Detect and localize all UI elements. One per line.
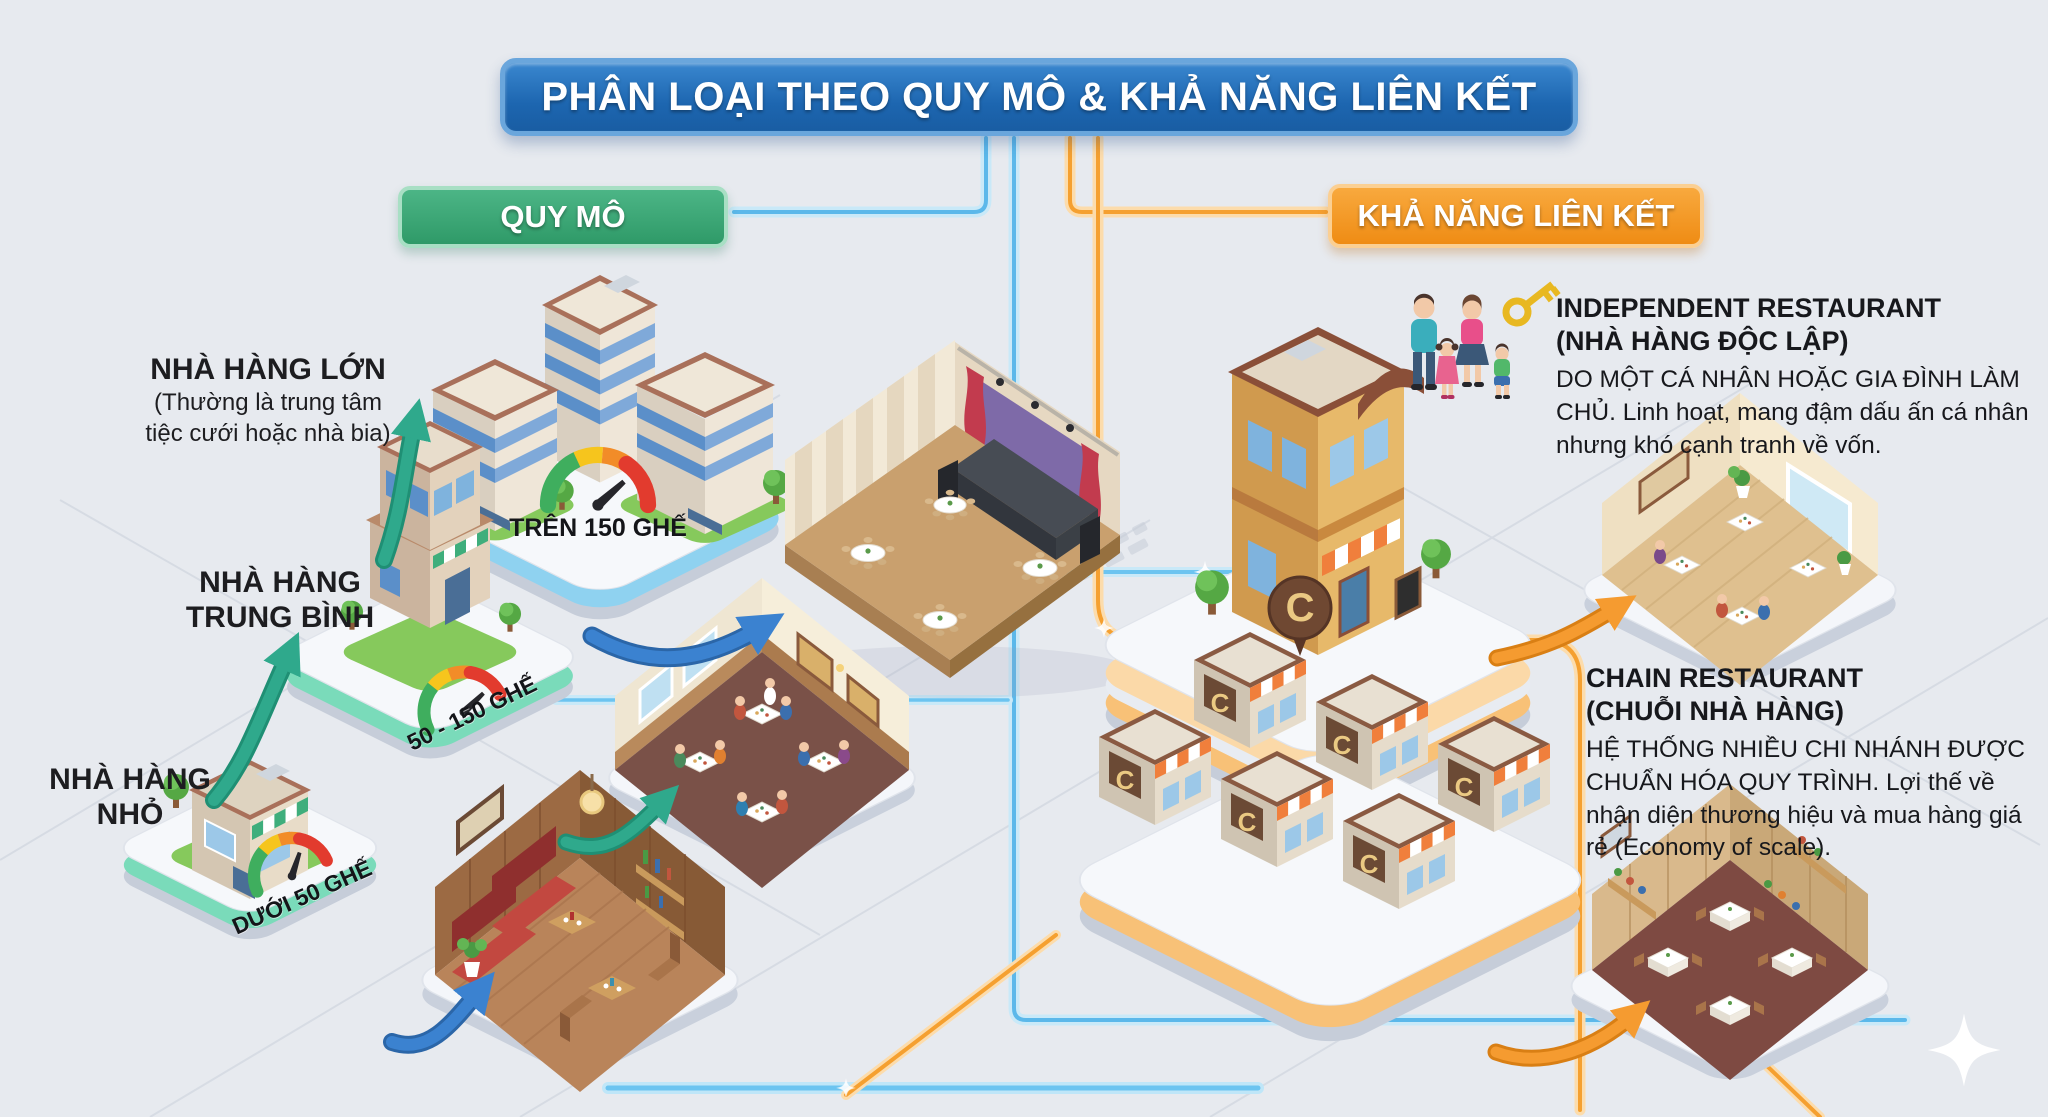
small-restaurant-name-2: NHỎ — [96, 798, 164, 832]
label-medium-restaurant: NHÀ HÀNG TRUNG BÌNH — [150, 565, 410, 636]
diners-icons — [674, 678, 850, 816]
chain-title: CHAIN RESTAURANT — [1586, 663, 1863, 693]
sparkle-icon — [1927, 1013, 2001, 1087]
branch-linkage-banner: KHẢ NĂNG LIÊN KẾT — [1328, 184, 1704, 248]
small-restaurant-interior — [421, 770, 739, 1092]
label-small-restaurant: NHÀ HÀNG NHỎ — [25, 762, 235, 833]
flow-arrows — [205, 398, 1651, 1067]
key-icon — [1502, 281, 1561, 327]
chain-restaurant-group: C — [1078, 575, 1582, 1042]
page-title: PHÂN LOẠI THEO QUY MÔ & KHẢ NĂNG LIÊN KẾ… — [500, 58, 1578, 136]
independent-restaurant-interior — [1583, 393, 1897, 685]
gauge-label-large: TRÊN 150 GHẾ — [509, 514, 687, 542]
branch-scale-banner: QUY MÔ — [398, 186, 728, 248]
independent-description: DO MỘT CÁ NHÂN HOẶC GIA ĐÌNH LÀM CHỦ. Li… — [1556, 365, 2029, 459]
chain-pin-letter: C — [1286, 586, 1315, 630]
label-large-restaurant: NHÀ HÀNG LỚN (Thường là trung tâm tiệc c… — [118, 352, 418, 448]
family-icon — [1411, 293, 1510, 399]
large-restaurant-name: NHÀ HÀNG LỚN — [150, 353, 386, 386]
large-restaurant-note-2: tiệc cưới hoặc nhà bia) — [145, 419, 391, 447]
branch-linkage-label: KHẢ NĂNG LIÊN KẾT — [1357, 198, 1675, 233]
medium-restaurant-name-2: TRUNG BÌNH — [185, 601, 375, 635]
page-title-text: PHÂN LOẠI THEO QUY MÔ & KHẢ NĂNG LIÊN KẾ… — [541, 74, 1537, 119]
small-restaurant-group — [122, 760, 378, 940]
small-restaurant-name-1: NHÀ HÀNG — [49, 763, 211, 796]
large-restaurant-group — [411, 275, 790, 620]
gauge-medium-icon — [410, 658, 501, 733]
gauge-large-icon — [548, 455, 648, 511]
chain-subtitle: (CHUỖI NHÀ HÀNG) — [1586, 695, 1844, 726]
independent-restaurant-text: INDEPENDENT RESTAURANT (NHÀ HÀNG ĐỘC LẬP… — [1556, 292, 2048, 462]
large-restaurant-note-1: (Thường là trung tâm — [154, 389, 382, 417]
banquet-hall-interior — [765, 340, 1135, 698]
chain-restaurant-text: CHAIN RESTAURANT (CHUỖI NHÀ HÀNG) HỆ THỐ… — [1586, 662, 2048, 865]
medium-restaurant-name-1: NHÀ HÀNG — [199, 566, 361, 599]
chain-brand-pin-logo: C — [1267, 575, 1333, 656]
independent-subtitle: (NHÀ HÀNG ĐỘC LẬP) — [1556, 325, 1849, 356]
branch-scale-label: QUY MÔ — [500, 199, 626, 234]
medium-restaurant-interior — [608, 578, 916, 888]
chain-restaurant-interior — [1570, 784, 1890, 1080]
gauge-small-icon — [242, 826, 329, 896]
independent-title: INDEPENDENT RESTAURANT — [1556, 293, 1942, 323]
chain-description: HỆ THỐNG NHIỀU CHI NHÁNH ĐƯỢC CHUẨN HÓA … — [1586, 735, 2025, 862]
medium-restaurant-group — [286, 421, 574, 759]
